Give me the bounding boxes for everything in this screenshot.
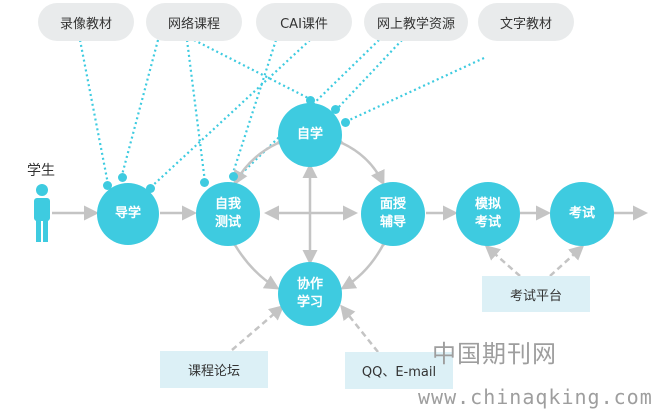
student-label: 学生 (27, 163, 55, 179)
node-self-study: 自学 (278, 103, 342, 167)
connector-dot (306, 96, 315, 105)
node-self-test: 自我 测试 (196, 182, 260, 246)
node-collaboration-line2: 学习 (296, 295, 323, 310)
connector-dot (118, 173, 127, 182)
connector-dot (331, 105, 340, 114)
resource-online-course: 网络课程 (146, 3, 242, 41)
node-self-study-text: 自学 (296, 127, 323, 142)
node-mock-exam-line1: 模拟 (474, 197, 501, 212)
connector-dot (200, 178, 209, 187)
node-tutoring: 面授 辅导 (361, 182, 425, 246)
node-tutoring-line1: 面授 (379, 197, 406, 212)
resource-cai: CAI课件 (256, 3, 352, 41)
node-mock-exam-line2: 考试 (474, 215, 501, 230)
connector-dot (146, 184, 155, 193)
node-tutoring-line2: 辅导 (379, 215, 406, 230)
connector-dot (341, 118, 350, 127)
resource-web: 网上教学资源 (364, 3, 468, 41)
node-self-test-line1: 自我 (214, 197, 241, 212)
connector-dot (103, 181, 112, 190)
support-arrows (231, 244, 585, 353)
resource-links (78, 39, 485, 189)
watermark-cn: 中国期刊网 (432, 340, 557, 368)
node-collaboration-line1: 协作 (296, 277, 323, 292)
node-mock-exam: 模拟 考试 (456, 182, 520, 246)
node-self-test-line2: 测试 (214, 215, 241, 230)
watermark-url: www.chinaqking.com (418, 385, 653, 409)
node-guide: 导学 (97, 183, 159, 245)
connector-dot (229, 172, 238, 181)
node-guide-text: 导学 (114, 206, 141, 221)
cross-arrows (264, 163, 358, 265)
node-exam: 考试 (550, 182, 614, 246)
node-collaboration: 协作 学习 (278, 262, 342, 326)
node-exam-text: 考试 (568, 206, 595, 221)
resource-text: 文字教材 (478, 3, 574, 41)
cycle-arcs (222, 131, 396, 290)
box-qq-email: QQ、E-mail (345, 352, 453, 389)
person-icon (34, 184, 50, 242)
box-exam-platform: 考试平台 (482, 276, 590, 312)
resource-video: 录像教材 (38, 3, 134, 41)
box-course-forum: 课程论坛 (160, 351, 268, 388)
